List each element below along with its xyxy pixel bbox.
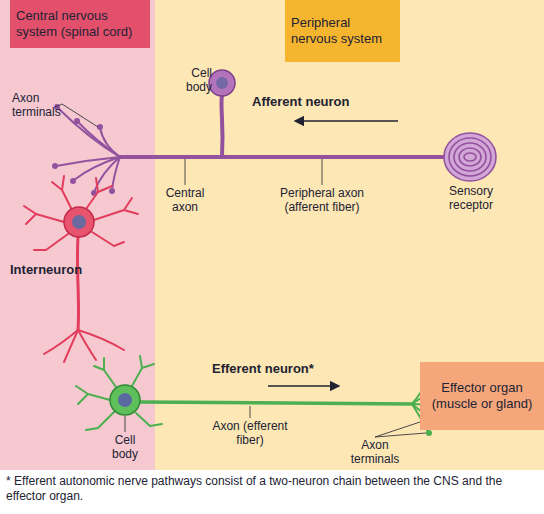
leader-line (62, 104, 98, 127)
afferent-neuron (56, 95, 446, 192)
part-label: Central axon (160, 186, 210, 215)
axon-branch (64, 330, 78, 362)
part-label: Axon terminals (12, 91, 74, 120)
box-text: Central nervous system (spinal cord) (16, 8, 144, 39)
axon-branch (100, 128, 120, 157)
dendrite (34, 234, 68, 250)
axon-knob (52, 163, 58, 169)
dendrite (94, 198, 138, 220)
box-text: Peripheral nervous system (291, 15, 394, 46)
neuron-title: Afferent neuron (252, 94, 392, 110)
dendrite (86, 178, 112, 209)
effector-organ-box: Effector organ (muscle or gland) (420, 362, 544, 430)
leader-lines (55, 104, 426, 437)
efferent-axon (140, 402, 412, 404)
axon-branch (112, 157, 120, 190)
axon-knob (74, 118, 80, 124)
dendrite (76, 386, 110, 404)
part-label: Axon terminals (345, 438, 405, 467)
nucleus (216, 77, 228, 89)
receptor-ring (464, 153, 476, 161)
efferent-cell-body (110, 385, 140, 415)
receptor-ring (459, 148, 481, 166)
receptor-ring (444, 133, 496, 181)
neuron-title: Interneuron (10, 262, 110, 278)
dendrite (24, 206, 64, 224)
leader-line (185, 159, 186, 185)
footnote: * Efferent autonomic nerve pathways cons… (6, 474, 516, 504)
dendrite (136, 413, 162, 426)
neuron-title: Efferent neuron* (212, 361, 352, 377)
interneuron-cell-body (64, 207, 94, 237)
part-label: Sensory receptor (440, 184, 502, 213)
leader-line (375, 422, 420, 437)
pns-header-box: Peripheral nervous system (285, 0, 400, 62)
nucleus (72, 215, 86, 229)
cns-band (0, 0, 155, 470)
interneuron-axon (77, 237, 78, 330)
leader-line (322, 159, 323, 185)
nucleus (118, 393, 132, 407)
axon-branch (74, 157, 120, 180)
axon-branch (78, 122, 120, 157)
leader-line (250, 406, 251, 418)
box-text: Effector organ (muscle or gland) (426, 380, 538, 411)
part-label: Cell body (180, 66, 212, 95)
direction-arrow (268, 385, 332, 387)
direction-arrow (302, 120, 398, 122)
part-label: Peripheral axon (afferent fiber) (262, 186, 382, 215)
cell-body-stem (221, 95, 222, 157)
dendrite (86, 412, 114, 430)
dendrite (94, 358, 116, 387)
leader-line (375, 433, 426, 437)
axon-branch (56, 157, 120, 166)
dendrite (92, 232, 124, 246)
axon-knob (109, 188, 115, 194)
axon-branch (58, 108, 120, 157)
axon-knob (426, 430, 432, 436)
sensory-receptor (444, 133, 496, 181)
leader-line (125, 416, 126, 432)
dendrite (132, 356, 154, 386)
receptor-ring (449, 138, 491, 176)
dendrite (52, 176, 72, 210)
part-label: Axon (efferent fiber) (200, 419, 300, 448)
receptor-ring (454, 143, 486, 171)
cns-header-box: Central nervous system (spinal cord) (10, 0, 150, 48)
axon-branch (78, 330, 124, 350)
cell-body (209, 70, 235, 96)
pns-band (155, 0, 544, 470)
part-label: Cell body (108, 433, 142, 462)
axon-knob (70, 178, 76, 184)
peripheral-axon (120, 155, 446, 159)
axon-knobs (52, 104, 115, 196)
